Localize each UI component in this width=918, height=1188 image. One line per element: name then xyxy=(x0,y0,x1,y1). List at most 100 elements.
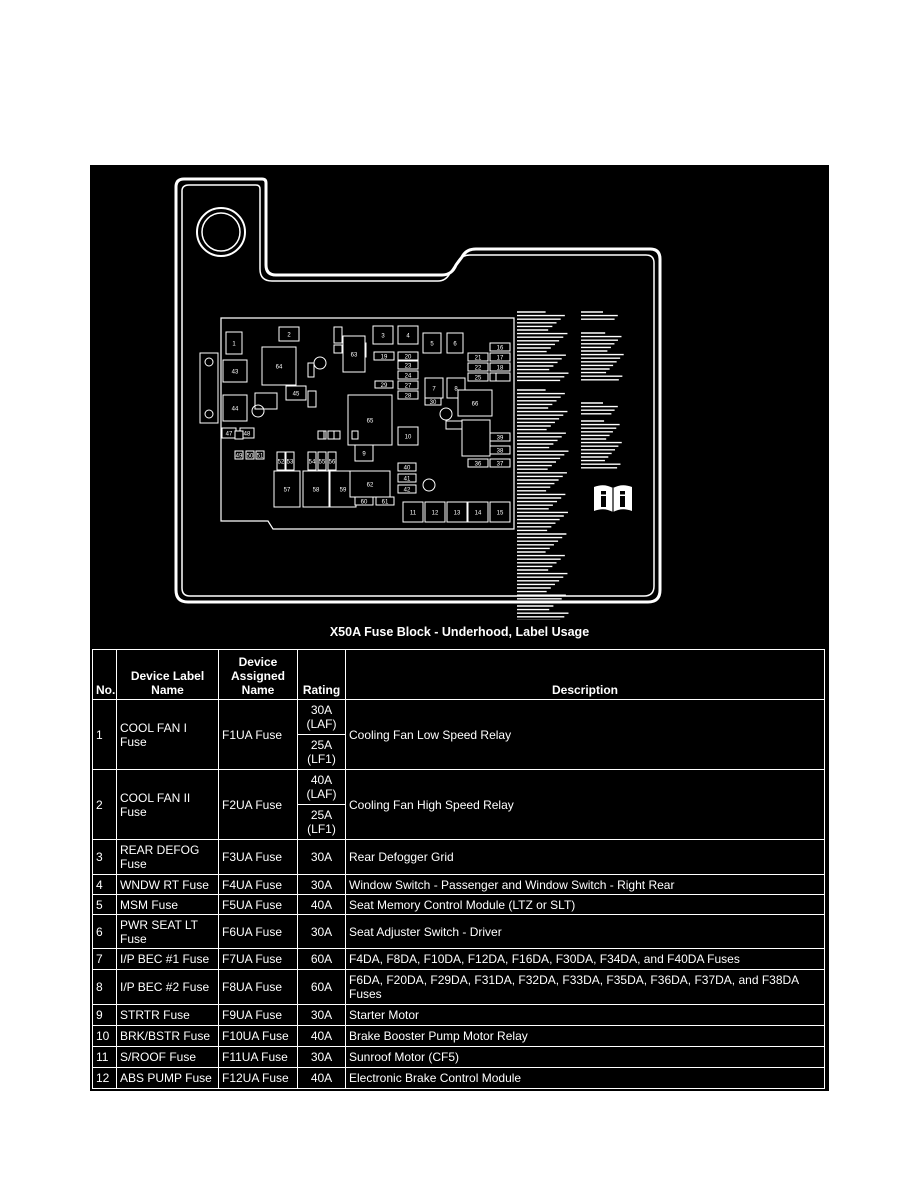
row-rating: 40A xyxy=(297,1067,346,1089)
fuse-44: 44 xyxy=(222,394,248,422)
svg-text:2: 2 xyxy=(287,333,291,339)
fuse-10: 10 xyxy=(397,426,419,446)
fuse-42: 42 xyxy=(397,484,417,494)
row-description: F6DA, F20DA, F29DA, F31DA, F32DA, F33DA,… xyxy=(345,969,825,1005)
row-no: 11 xyxy=(92,1046,117,1068)
fuse-1: 1 xyxy=(225,331,243,355)
row-device-label-name: ABS PUMP Fuse xyxy=(116,1067,219,1089)
fuse-16: 16 xyxy=(489,342,511,352)
row-device-assigned-name: F2UA Fuse xyxy=(218,769,298,840)
row-device-assigned-name: F10UA Fuse xyxy=(218,1025,298,1047)
side-clip xyxy=(199,352,219,424)
fuse-57: 57 xyxy=(273,470,301,508)
row-description: Seat Memory Control Module (LTZ or SLT) xyxy=(345,894,825,915)
table-header-row: No. Device Label Name Device Assigned Na… xyxy=(92,649,825,700)
mounting-hole-icon xyxy=(196,207,246,257)
fuse-7: 7 xyxy=(424,377,444,399)
fuse-4: 4 xyxy=(397,325,419,345)
row-device-assigned-name: F5UA Fuse xyxy=(218,894,298,915)
fuse-58: 58 xyxy=(302,470,330,508)
svg-text:3: 3 xyxy=(381,334,385,340)
fuse-67 xyxy=(461,419,491,457)
row-description: Sunroof Motor (CF5) xyxy=(345,1046,825,1068)
svg-text:57: 57 xyxy=(284,488,291,494)
svg-text:20: 20 xyxy=(405,355,412,361)
row-device-label-name: PWR SEAT LT Fuse xyxy=(116,914,219,949)
svg-text:41: 41 xyxy=(404,477,411,483)
row-device-assigned-name: F9UA Fuse xyxy=(218,1004,298,1026)
svg-text:15: 15 xyxy=(497,511,504,517)
row-rating: 60A xyxy=(297,948,346,970)
svg-text:54: 54 xyxy=(309,460,316,466)
row-rating: 60A xyxy=(297,969,346,1005)
fuse-63: 63 xyxy=(342,335,366,373)
fuse-78 xyxy=(317,430,325,440)
fuse-12: 12 xyxy=(424,501,446,523)
row-rating: 40A xyxy=(297,894,346,915)
row-device-assigned-name: F12UA Fuse xyxy=(218,1067,298,1089)
row-no: 12 xyxy=(92,1067,117,1089)
row-device-label-name: COOL FAN I Fuse xyxy=(116,699,219,770)
svg-text:21: 21 xyxy=(475,356,482,362)
row-description: Electronic Brake Control Module xyxy=(345,1067,825,1089)
fuse-block-housing-outline xyxy=(174,177,662,604)
fuse-54: 54 xyxy=(307,451,317,471)
row-no: 8 xyxy=(92,969,117,1005)
svg-text:53: 53 xyxy=(287,460,294,466)
fuse-37: 37 xyxy=(489,458,511,468)
fuse-19: 19 xyxy=(373,351,395,361)
fuse-25: 25 xyxy=(467,372,489,382)
svg-text:48: 48 xyxy=(244,432,251,438)
svg-text:14: 14 xyxy=(475,511,482,517)
manual-info-icon xyxy=(594,485,632,512)
row-rating: 30A xyxy=(297,839,346,875)
svg-text:4: 4 xyxy=(406,334,410,340)
svg-text:40: 40 xyxy=(404,466,411,472)
svg-text:36: 36 xyxy=(475,462,482,468)
fuse-68 xyxy=(254,392,278,410)
header-rating: Rating xyxy=(297,649,346,700)
fuse-56: 56 xyxy=(327,451,337,471)
svg-text:51: 51 xyxy=(257,454,264,460)
row-device-label-name: I/P BEC #1 Fuse xyxy=(116,948,219,970)
fuse-47: 47 xyxy=(221,427,237,439)
row-no: 10 xyxy=(92,1025,117,1047)
header-description: Description xyxy=(345,649,825,700)
fuse-41: 41 xyxy=(397,473,417,483)
svg-text:39: 39 xyxy=(497,436,504,442)
fuse-22: 22 xyxy=(467,362,489,372)
fuse-17: 17 xyxy=(489,352,511,362)
svg-text:61: 61 xyxy=(382,500,389,506)
fuse-43: 43 xyxy=(222,359,248,383)
fuse-45: 45 xyxy=(285,385,307,401)
row-rating: 30A xyxy=(297,874,346,895)
svg-text:64: 64 xyxy=(276,365,283,371)
svg-text:52: 52 xyxy=(278,460,285,466)
svg-text:11: 11 xyxy=(410,511,417,517)
svg-text:13: 13 xyxy=(454,511,461,517)
fuse-52: 52 xyxy=(276,451,286,471)
svg-text:45: 45 xyxy=(293,392,300,398)
row-description: Brake Booster Pump Motor Relay xyxy=(345,1025,825,1047)
row-device-label-name: BRK/BSTR Fuse xyxy=(116,1025,219,1047)
fuse-9: 9 xyxy=(354,444,374,462)
fuse-11: 11 xyxy=(402,501,424,523)
svg-text:10: 10 xyxy=(405,435,412,441)
svg-text:49: 49 xyxy=(236,454,243,460)
row-rating: 40A (LAF) xyxy=(297,769,346,805)
row-device-assigned-name: F3UA Fuse xyxy=(218,839,298,875)
fuse-29: 29 xyxy=(374,380,394,389)
fuse-79 xyxy=(333,430,341,440)
header-device-assigned-name: Device Assigned Name xyxy=(218,649,298,700)
svg-text:44: 44 xyxy=(232,407,239,413)
row-device-label-name: WNDW RT Fuse xyxy=(116,874,219,895)
diagram-legend-text xyxy=(517,311,624,620)
fuse-69 xyxy=(307,390,317,408)
